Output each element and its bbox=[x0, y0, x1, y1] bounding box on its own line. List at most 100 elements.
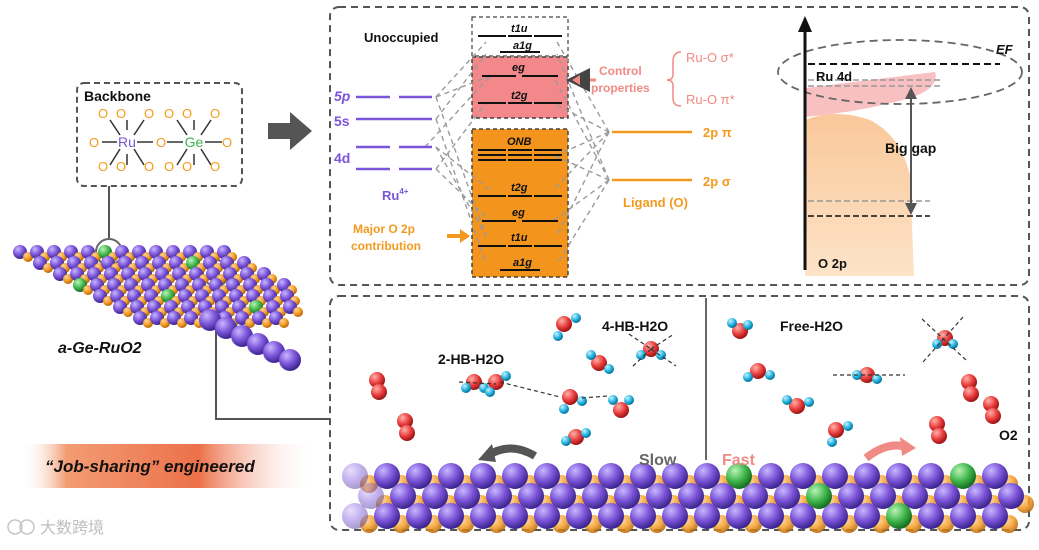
surface-metal-atom bbox=[870, 483, 896, 509]
surface-metal-atom bbox=[374, 503, 400, 529]
catalyst-surface bbox=[342, 463, 1034, 533]
surface-metal-atom bbox=[950, 463, 976, 489]
backbone-o-label: O bbox=[156, 135, 166, 150]
label-fast: Fast bbox=[722, 452, 756, 469]
backbone-title: Backbone bbox=[84, 88, 151, 104]
slab-oxygen-atom bbox=[293, 307, 303, 317]
o2p-band bbox=[805, 114, 914, 276]
water-molecule bbox=[932, 330, 958, 349]
ru4d-label: Ru 4d bbox=[816, 69, 852, 84]
surface-metal-atom bbox=[470, 463, 496, 489]
surface-metal-atom bbox=[726, 503, 752, 529]
surface-metal-atom bbox=[438, 463, 464, 489]
water-molecule bbox=[561, 428, 591, 446]
major-line2: contribution bbox=[351, 239, 421, 253]
water-molecule bbox=[461, 374, 489, 393]
o2p-label: O 2p bbox=[818, 256, 847, 271]
water-molecule bbox=[608, 395, 634, 418]
material-slab bbox=[13, 245, 303, 371]
water-molecule bbox=[827, 421, 853, 447]
water-molecule bbox=[743, 363, 775, 382]
surface-metal-atom bbox=[406, 503, 432, 529]
surface-metal-atom bbox=[662, 503, 688, 529]
control-line2: properties bbox=[591, 81, 650, 95]
surface-metal-atom bbox=[806, 483, 832, 509]
backbone-o-label: O bbox=[182, 106, 192, 121]
ligand-2p-pi: 2p π bbox=[703, 125, 732, 140]
backbone-box bbox=[76, 82, 243, 187]
surface-labels: 4-HB-H2O 2-HB-H2O Free-H2O Slow Fast O2 bbox=[438, 318, 1018, 469]
ru-o-pi-star: Ru-O π* bbox=[686, 92, 735, 107]
tagline-banner bbox=[22, 444, 317, 488]
surface-panel-border bbox=[329, 295, 1030, 531]
control-box bbox=[471, 56, 569, 119]
surface-metal-atom bbox=[950, 503, 976, 529]
o2-molecule bbox=[961, 374, 979, 402]
label-eg-bottom: eg bbox=[512, 207, 525, 219]
backbone-o-label: O bbox=[210, 159, 220, 174]
label-o2: O2 bbox=[999, 427, 1018, 443]
surface-metal-atom bbox=[982, 463, 1008, 489]
water-molecule bbox=[559, 389, 587, 414]
surface-metal-atom bbox=[694, 463, 720, 489]
major-annotation: Major O 2p contribution bbox=[351, 222, 470, 253]
o2-molecule bbox=[929, 416, 947, 444]
energy-axis-arrow-icon bbox=[798, 16, 812, 32]
backbone-o-label: O bbox=[98, 106, 108, 121]
watermark: 大数跨境 bbox=[7, 518, 104, 537]
surface-metal-atom bbox=[598, 503, 624, 529]
surface-metal-atom bbox=[822, 463, 848, 489]
surface-metal-atom bbox=[966, 483, 992, 509]
surface-metal-atom bbox=[646, 483, 672, 509]
surface-metal-atom bbox=[630, 503, 656, 529]
mo-panel-border bbox=[329, 6, 1030, 286]
hydrogen-bonds bbox=[458, 316, 967, 399]
surface-metal-atom bbox=[934, 483, 960, 509]
surface-metal-atom bbox=[390, 483, 416, 509]
label-slow: Slow bbox=[639, 452, 677, 469]
surface-metal-atom bbox=[438, 503, 464, 529]
backbone-o-label: O bbox=[116, 106, 126, 121]
surface-metal-atom bbox=[534, 503, 560, 529]
surface-metal-atom bbox=[502, 463, 528, 489]
o2-molecule bbox=[983, 396, 1001, 424]
backbone-o-label: O bbox=[144, 106, 154, 121]
unoccupied-box bbox=[471, 16, 569, 57]
watermark-text: 大数跨境 bbox=[40, 518, 104, 537]
mo-labels: t1u a1g eg t2g ONB t2g eg t1u a1g bbox=[507, 23, 532, 269]
water-molecules bbox=[369, 313, 1001, 447]
ligand-label: Ligand (O) bbox=[623, 195, 688, 210]
surface-metal-atom bbox=[550, 483, 576, 509]
ligand-2p-sigma: 2p σ bbox=[703, 174, 731, 189]
water-molecule bbox=[782, 395, 814, 414]
surface-metal-atom bbox=[790, 503, 816, 529]
backbone-o-label: O bbox=[164, 106, 174, 121]
backbone-o-label: O bbox=[144, 159, 154, 174]
label-t1u-bottom: t1u bbox=[511, 232, 528, 244]
surface-metal-atom bbox=[726, 463, 752, 489]
fermi-label: EF bbox=[996, 42, 1014, 57]
surface-metal-atom bbox=[918, 503, 944, 529]
surface-metal-atom bbox=[422, 483, 448, 509]
surface-metal-atom bbox=[678, 483, 704, 509]
water-molecule bbox=[636, 341, 666, 360]
surface-metal-atom bbox=[694, 503, 720, 529]
surface-metal-atom bbox=[758, 463, 784, 489]
tagline: “Job-sharing” engineered bbox=[45, 457, 255, 476]
ligand-levels: 2p π 2p σ Ligand (O) bbox=[612, 125, 732, 210]
o2-molecule bbox=[397, 413, 415, 441]
surface-metal-atom bbox=[534, 463, 560, 489]
surface-metal-atom bbox=[662, 463, 688, 489]
surface-metal-atom bbox=[854, 463, 880, 489]
control-annotation: Control properties Ru-O σ* Ru-O π* bbox=[566, 50, 735, 107]
label-4hb: 4-HB-H2O bbox=[602, 318, 668, 334]
surface-metal-atom bbox=[342, 463, 368, 489]
surface-metal-atom bbox=[518, 483, 544, 509]
label-t1u-top: t1u bbox=[511, 23, 528, 35]
backbone-o-label: O bbox=[210, 106, 220, 121]
ru-o-sigma-star: Ru-O σ* bbox=[686, 50, 734, 65]
surface-metal-atom bbox=[374, 463, 400, 489]
surface-metal-atom bbox=[582, 483, 608, 509]
